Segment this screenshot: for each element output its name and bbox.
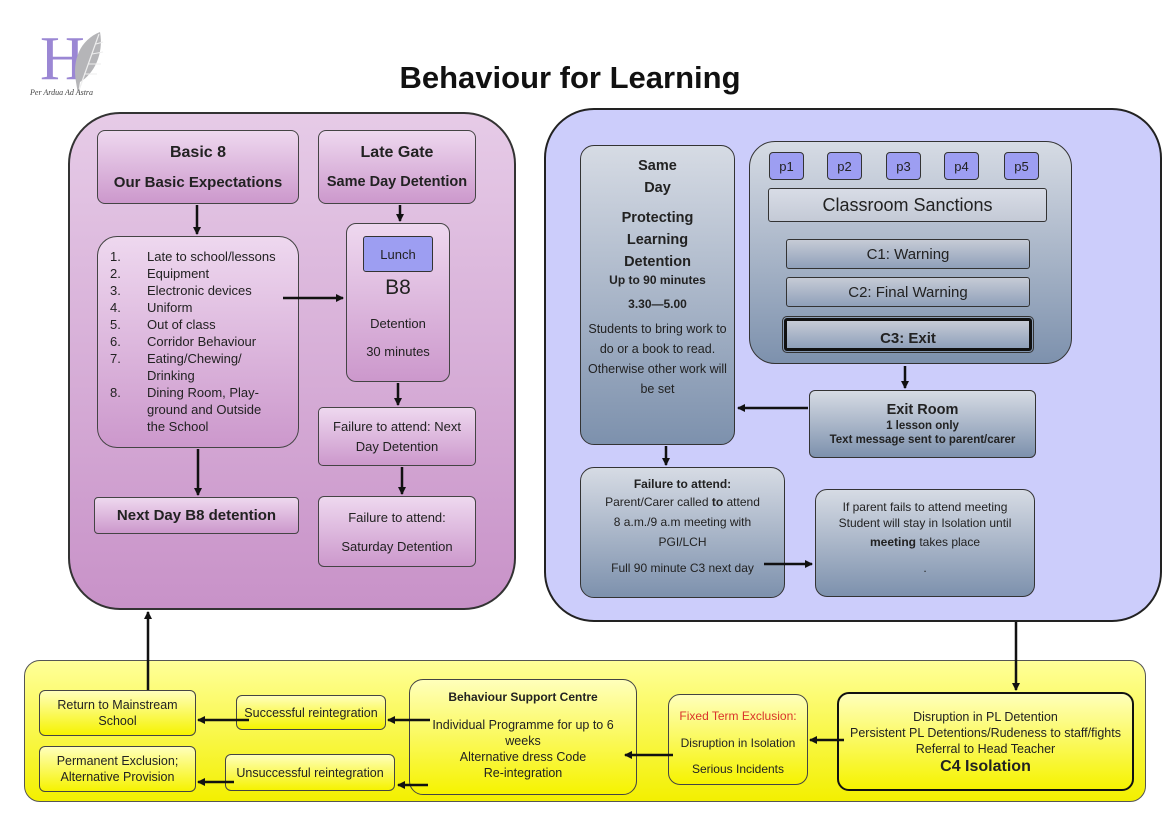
next-day-b8-detention: Next Day B8 detention [94, 497, 299, 534]
period-p4: p4 [944, 152, 979, 180]
late-gate-title: Late Gate [360, 144, 434, 161]
basic8-subtitle: Our Basic Expectations [113, 173, 283, 191]
basic8-title: Basic 8 [169, 143, 227, 161]
return-mainstream-box: Return to Mainstream School [39, 690, 196, 736]
period-p3: p3 [886, 152, 921, 180]
behaviour-support-centre-box: Behaviour Support Centre Individual Prog… [409, 679, 637, 795]
unsuccessful-reintegration-box: Unsuccessful reintegration [225, 754, 395, 791]
lunch-badge: Lunch [363, 236, 433, 272]
parent-fails-box: If parent fails to attend meeting Studen… [815, 489, 1035, 597]
pl-detention-box: Same Day Protecting Learning Detention U… [580, 145, 735, 445]
period-p5: p5 [1004, 152, 1039, 180]
successful-reintegration-box: Successful reintegration [236, 695, 386, 730]
expectations-list: 1.Late to school/lessons 2.Equipment 3.E… [97, 236, 299, 448]
late-gate-header: Late Gate Same Day Detention [318, 130, 476, 204]
expectation-item: 7.Eating/Chewing/ Drinking [110, 351, 242, 383]
expectation-item: 6.Corridor Behaviour [110, 334, 257, 349]
b8-duration: 30 minutes [366, 344, 430, 359]
sanction-c3: C3: Exit [782, 316, 1034, 353]
period-p1: p1 [769, 152, 804, 180]
sanctions-title: Classroom Sanctions [768, 188, 1047, 222]
b8-detention-box: Lunch B8 Detention 30 minutes [346, 223, 450, 382]
c4-isolation-box: Disruption in PL Detention Persistent PL… [837, 692, 1134, 791]
feather-icon [75, 32, 104, 94]
school-logo: H Per Ardua Ad Astra [30, 28, 114, 104]
exit-room-box: Exit Room 1 lesson only Text message sen… [809, 390, 1036, 458]
failure-saturday-box: Failure to attend: Saturday Detention [318, 496, 476, 567]
b8-detention-label: Detention [370, 316, 426, 331]
expectation-item: 3.Electronic devices [110, 283, 252, 298]
expectation-item: 1.Late to school/lessons [110, 249, 276, 264]
b8-title: B8 [385, 276, 411, 299]
sanction-c1: C1: Warning [786, 239, 1030, 269]
expectation-item: 4.Uniform [110, 300, 193, 315]
basic8-header: Basic 8 Our Basic Expectations [97, 130, 299, 204]
page-title: Behaviour for Learning [399, 60, 741, 95]
expectation-item: 2.Equipment [110, 266, 210, 281]
permanent-exclusion-box: Permanent Exclusion; Alternative Provisi… [39, 746, 196, 792]
fixed-term-exclusion-box: Fixed Term Exclusion: Disruption in Isol… [668, 694, 808, 785]
c4-title: C4 Isolation [940, 757, 1031, 775]
failure-next-day-box: Failure to attend: Next Day Detention [318, 407, 476, 466]
logo-motto: Per Ardua Ad Astra [30, 88, 94, 97]
sanction-c2: C2: Final Warning [786, 277, 1030, 307]
expectation-item: 8.Dining Room, Play-ground and Outside t… [110, 385, 262, 434]
failure-to-attend-box: Failure to attend: Parent/Carer called t… [580, 467, 785, 598]
expectation-item: 5.Out of class [110, 317, 216, 332]
fixed-term-title: Fixed Term Exclusion: [679, 709, 797, 723]
period-p2: p2 [827, 152, 862, 180]
late-gate-subtitle: Same Day Detention [326, 174, 468, 190]
